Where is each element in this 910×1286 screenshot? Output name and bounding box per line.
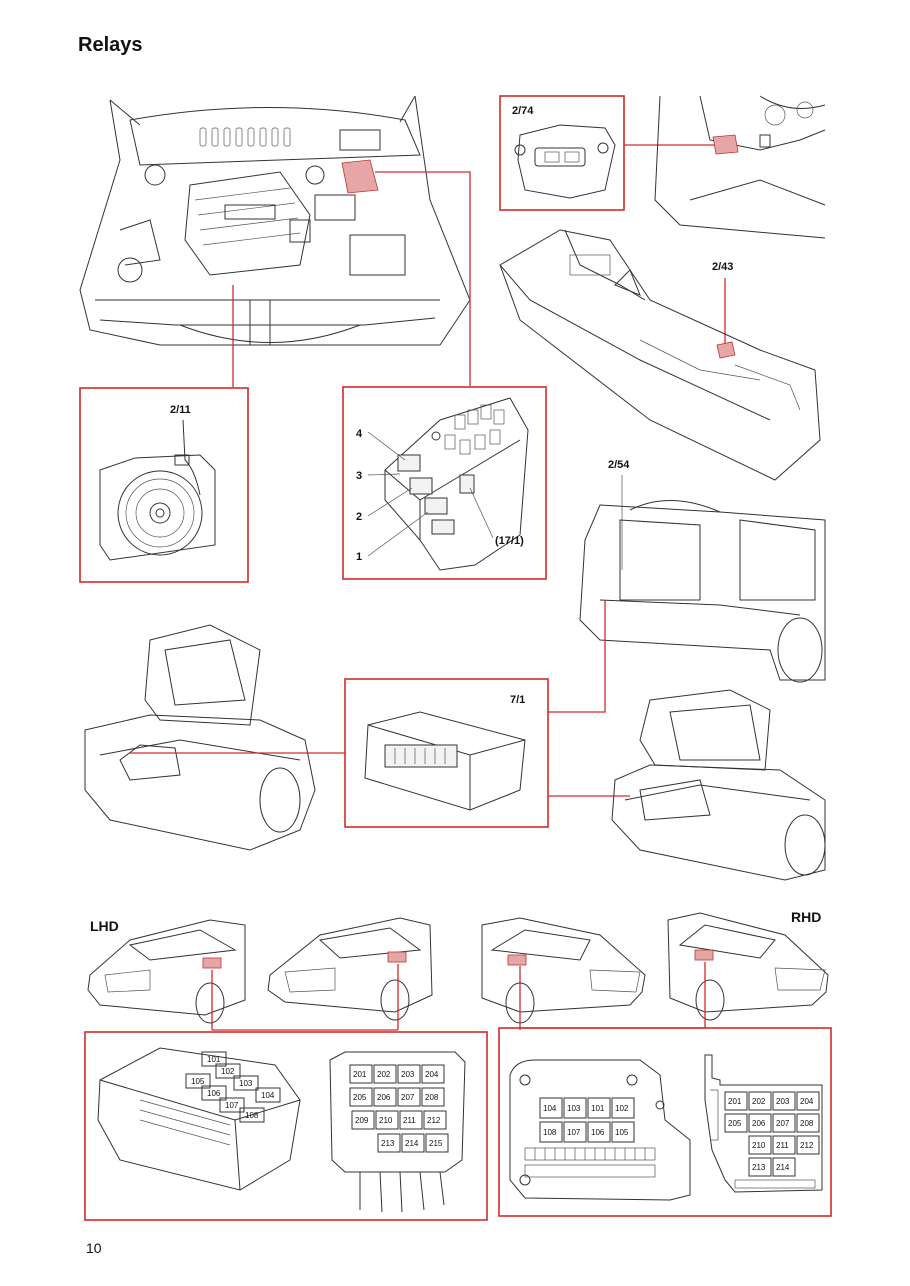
lhd-b-cell: 209 [355,1116,369,1125]
relay-center-pos-3: 3 [356,470,362,482]
lhd-b-cell: 214 [405,1139,419,1148]
lhd-relay-boxes-callout [84,1031,488,1221]
relay-2-54-label: 2/54 [608,459,630,471]
module-7-1-drawing [364,711,526,811]
lhd-box-b-grid: 201 202 203 204 205 206 207 208 209 210 … [349,1064,449,1153]
rhd-box-b-grid: 201 202 203 204 205 206 207 208 210 211 … [724,1091,820,1177]
engine-relay-box-highlight [341,159,379,194]
lhd-b-cell: 201 [353,1070,367,1079]
rhd-b-cell: 203 [776,1097,790,1106]
relay-2-74-callout-box [499,95,625,211]
lhd-label: LHD [90,918,119,934]
main-relay-center-callout-box [342,386,547,580]
relay-center-fuse-17-1: (17/1) [495,535,524,547]
relay-2-74-label: 2/74 [512,105,534,117]
rhd-b-cell: 214 [776,1163,790,1172]
rhd-b-cell: 211 [776,1141,789,1150]
lhd-b-cell: 202 [377,1070,391,1079]
lhd-box-a-drawing [97,1047,301,1191]
lhd-b-cell: 203 [401,1070,415,1079]
lhd-box-b-drawing [329,1051,466,1213]
coupe-trunk-drawing [611,689,826,881]
lhd-a-cell: 102 [221,1067,235,1076]
rhd-a-cell: 101 [591,1104,605,1113]
lhd-a-cell: 106 [207,1089,221,1098]
rhd-a-cell: 106 [591,1128,605,1137]
lhd-b-cell: 208 [425,1093,439,1102]
car-front-rhd-1 [481,917,646,1024]
rhd-a-cell: 103 [567,1104,581,1113]
relay-center-pos-2: 2 [356,511,362,523]
relay-center-drawing [384,397,529,571]
car-front-rhd-2 [667,912,829,1021]
grille-slots [199,127,291,147]
rhd-box-a-drawing [509,1059,691,1201]
lhd-a-cell: 108 [245,1111,259,1120]
module-7-1-label: 7/1 [510,694,525,706]
lhd-b-cell: 207 [401,1093,415,1102]
relay-2-11-callout-box [79,387,249,583]
rhd-b-cell: 212 [800,1141,814,1150]
rhd-a-cell: 108 [543,1128,557,1137]
lhd-box-a-grid: 101 102 103 104 105 106 107 108 [185,1051,281,1123]
dashboard-drawing [654,95,826,239]
car-front-lhd-1 [87,919,246,1024]
sedan-trunk-drawing [84,624,316,851]
lhd-b-cell: 206 [377,1093,391,1102]
lhd-a-cell: 103 [239,1079,253,1088]
rhd-label: RHD [791,909,821,925]
engine-bay-drawing [79,95,471,346]
relay-2-74-drawing [514,124,616,199]
rhd-b-cell: 201 [728,1097,742,1106]
relay-center-pos-1: 1 [356,551,362,563]
rhd-b-cell: 205 [728,1119,742,1128]
cooling-fan-drawing [99,419,216,561]
rhd-b-cell: 213 [752,1163,766,1172]
lhd-b-cell: 205 [353,1093,367,1102]
lhd-a-cell: 104 [261,1091,275,1100]
rhd-b-cell: 210 [752,1141,766,1150]
rhd-b-cell: 204 [800,1097,814,1106]
lhd-b-cell: 204 [425,1070,439,1079]
dash-relay-highlight [712,134,739,155]
module-7-1-callout-box [344,678,549,828]
rhd-a-cell: 104 [543,1104,557,1113]
relay-center-pos-4: 4 [356,428,363,440]
rhd-b-cell: 206 [752,1119,766,1128]
page-title: Relays [78,34,143,56]
rhd-a-cell: 107 [567,1128,581,1137]
rhd-box-b-drawing [704,1054,823,1193]
console-relay-highlight [716,341,736,359]
rhd-a-cell: 105 [615,1128,629,1137]
rhd-b-cell: 202 [752,1097,766,1106]
lhd-b-cell: 210 [379,1116,393,1125]
car-front-lhd-2 [267,917,433,1021]
page-number: 10 [86,1240,102,1256]
wagon-rear-drawing [579,500,826,683]
lhd-b-cell: 213 [381,1139,395,1148]
rhd-a-cell: 102 [615,1104,629,1113]
lhd-a-cell: 101 [207,1055,221,1064]
lhd-a-cell: 105 [191,1077,205,1086]
rhd-b-cell: 207 [776,1119,790,1128]
rhd-b-cell: 208 [800,1119,814,1128]
rhd-box-a-grid: 104 103 101 102 108 107 106 105 [539,1097,635,1143]
lhd-b-cell: 211 [403,1116,416,1125]
lhd-b-cell: 212 [427,1116,441,1125]
relay-2-43-label: 2/43 [712,261,733,273]
relay-2-11-label: 2/11 [170,404,191,416]
center-console-drawing [499,229,821,481]
lhd-a-cell: 107 [225,1101,239,1110]
lhd-b-cell: 215 [429,1139,443,1148]
